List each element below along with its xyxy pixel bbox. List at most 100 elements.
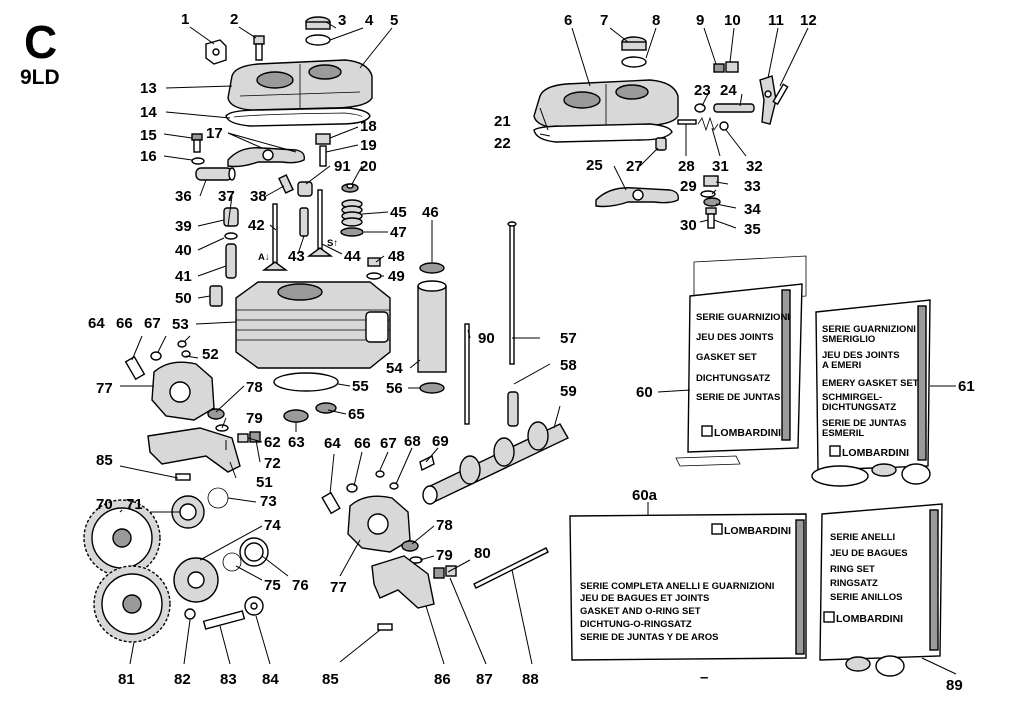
- part-label-33: 33: [744, 178, 761, 195]
- engine-model: 9LD: [20, 66, 60, 89]
- pin-part-28: [677, 119, 697, 125]
- part-label-21: 21: [494, 113, 511, 130]
- part-label-58: 58: [560, 357, 577, 374]
- stud-part-19: [319, 145, 327, 167]
- part-label-67: 67: [144, 315, 161, 332]
- part-label-70: 70: [96, 496, 113, 513]
- nut-part-87: [433, 565, 457, 579]
- part-label-27: 27: [626, 158, 643, 175]
- part-label-57: 57: [560, 330, 577, 347]
- cover-gasket-left: [225, 107, 371, 127]
- part-label-5: 5: [390, 12, 398, 29]
- bolt-part-64: [124, 355, 146, 381]
- washer-part-66-lower: [346, 483, 358, 493]
- spring-part-31: [697, 116, 719, 132]
- washer-part-49: [366, 272, 382, 280]
- part-label-19: 19: [360, 137, 377, 154]
- part-label-9: 9: [696, 12, 704, 29]
- kit89-line-1: SERIE ANELLI: [830, 532, 895, 543]
- part-label-85-lower: 85: [322, 671, 339, 688]
- part-label-89: 89: [946, 677, 963, 694]
- part-label-60a: 60a: [632, 487, 658, 504]
- part-label-68: 68: [404, 433, 421, 450]
- washer-part-29: [700, 190, 716, 198]
- cover-plate-part-77: [151, 361, 215, 421]
- kit60a-line-3: GASKET AND O-RING SET: [580, 606, 701, 617]
- kit-60: SERIE GUARNIZIONI JEU DES JOINTS GASKET …: [675, 255, 807, 467]
- kit60-brand: LOMBARDINI: [714, 427, 781, 439]
- part-label-80: 80: [474, 545, 491, 562]
- kit89-brand: LOMBARDINI: [836, 613, 903, 625]
- part-label-63: 63: [288, 434, 305, 451]
- part-label-23: 23: [694, 82, 711, 99]
- kit61-line-4: A EMERI: [822, 360, 861, 371]
- seal-part-78-lower: [401, 540, 419, 552]
- lever-part-11: [759, 75, 777, 125]
- seal-part-76: [239, 537, 269, 567]
- part-label-50: 50: [175, 290, 192, 307]
- part-label-88: 88: [522, 671, 539, 688]
- cylinder-liner-part-54: [417, 280, 447, 373]
- ring-part-75: [222, 552, 242, 572]
- part-label-66-lower: 66: [354, 435, 371, 452]
- part-label-34: 34: [744, 201, 761, 218]
- part-label-30: 30: [680, 217, 697, 234]
- kit-61: SERIE GUARNIZIONI SMERIGLIO JEU DES JOIN…: [811, 299, 931, 487]
- kit60-line-5: SERIE DE JUNTAS: [696, 392, 780, 403]
- kit60-line-3: GASKET SET: [696, 352, 757, 363]
- part-label-37: 37: [218, 188, 235, 205]
- bolt-part-85-lower: [377, 623, 393, 631]
- seal-part-46: [419, 262, 445, 274]
- part-label-28: 28: [678, 158, 695, 175]
- leader-lines: [119, 21, 957, 675]
- kit60a-line-4: DICHTUNG-O-RINGSATZ: [580, 619, 692, 630]
- kit61-line-6: SCHMIRGEL-: [822, 392, 882, 403]
- part-label-36: 36: [175, 188, 192, 205]
- kit60a-brand: LOMBARDINI: [724, 525, 791, 537]
- part-label-69: 69: [432, 433, 449, 450]
- part-label-47: 47: [390, 224, 407, 241]
- part-label-91: 91: [334, 158, 351, 175]
- part-label-6: 6: [564, 12, 572, 29]
- kit60a-line-1: SERIE COMPLETA ANELLI E GUARNIZIONI: [580, 581, 774, 592]
- shaft-part-24: [713, 103, 755, 113]
- key-part-69: [419, 454, 435, 472]
- cover-plate-part-77-lower: [347, 495, 411, 553]
- gear-part-81: [93, 565, 171, 643]
- part-label-56: 56: [386, 380, 403, 397]
- part-label-71: 71: [126, 496, 143, 513]
- plug-part-27: [655, 137, 667, 151]
- washer-part-23: [694, 103, 706, 113]
- part-number-labels: 1 2 3 4 5 6 7 8 9 10 11 12 13 14 15 16 1…: [88, 11, 975, 694]
- seal-part-56: [419, 382, 445, 394]
- part-label-59: 59: [560, 383, 577, 400]
- kit89-line-5: SERIE ANILLOS: [830, 592, 903, 603]
- part-label-55: 55: [352, 378, 369, 395]
- part-label-29: 29: [680, 178, 697, 195]
- part-label-11: 11: [768, 12, 784, 29]
- kit89-line-2: JEU DE BAGUES: [830, 548, 908, 559]
- part-label-48: 48: [388, 248, 405, 265]
- bolt-part-64-lower: [321, 491, 341, 515]
- ring-part-40: [224, 232, 238, 240]
- part-label-54: 54: [386, 360, 403, 377]
- part-label-87: 87: [476, 671, 493, 688]
- section-letter: C: [24, 16, 57, 68]
- part-label-82: 82: [174, 671, 191, 688]
- kit61-line-2: SMERIGLIO: [822, 334, 875, 345]
- part-label-78: 78: [246, 379, 263, 396]
- part-label-45: 45: [390, 204, 407, 221]
- part-label-51: 51: [256, 474, 273, 491]
- kit60a-line-5: SERIE DE JUNTAS Y DE AROS: [580, 632, 719, 643]
- ring-part-67: [177, 340, 187, 348]
- camshaft-part-59: [422, 421, 569, 505]
- ring-part-52: [181, 350, 191, 358]
- footer-mark: –: [700, 669, 708, 686]
- bracket-part-1: [205, 39, 227, 65]
- kit61-line-9: ESMERIL: [822, 428, 864, 439]
- nut-part-10: [725, 61, 739, 73]
- part-label-90: 90: [478, 330, 495, 347]
- exhaust-valve-part-44: [306, 189, 334, 257]
- part-label-15: 15: [140, 127, 157, 144]
